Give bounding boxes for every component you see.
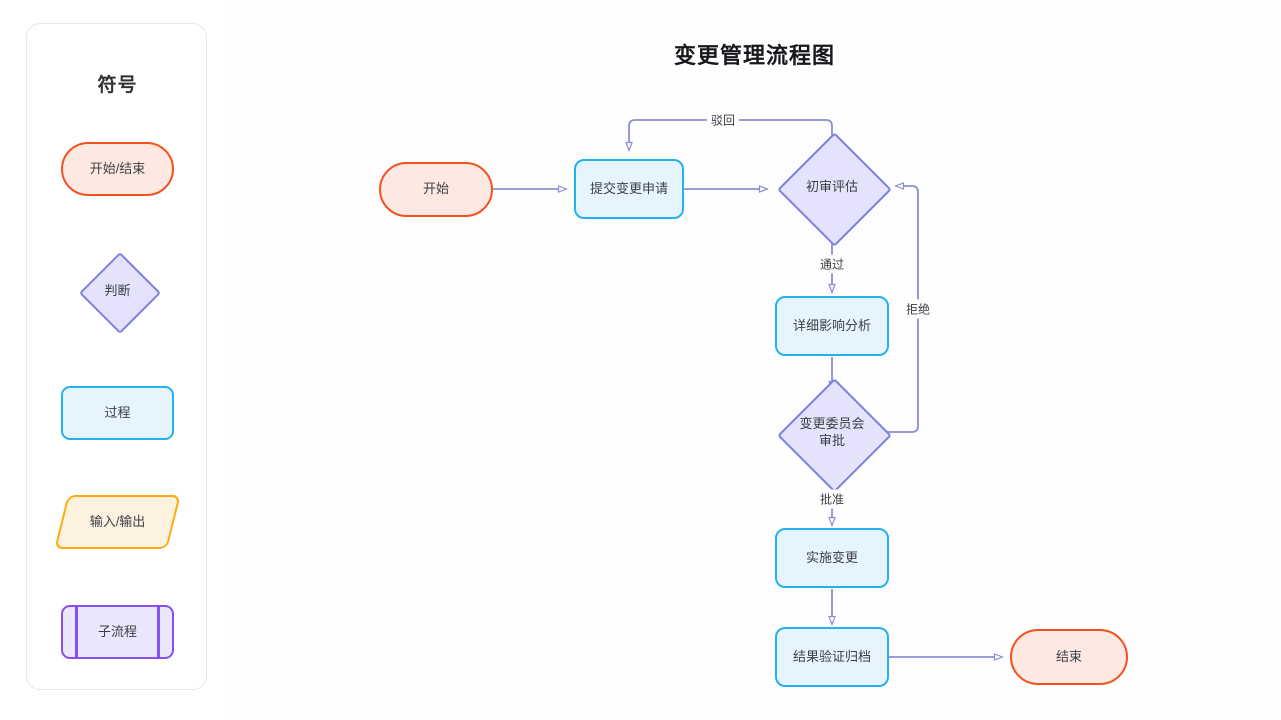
legend-panel: 符号 开始/结束 判断 过程 输入/输出 [26, 23, 207, 690]
node-label-verify: 结果验证归档 [792, 648, 871, 664]
node-label-analysis: 详细影响分析 [792, 317, 871, 333]
node-detailed-impact-analysis[interactable]: 详细影响分析 [775, 296, 889, 356]
edge-label-approve: 批准 [815, 489, 849, 509]
node-label-review: 初审评估 [805, 178, 858, 194]
legend-label-subprocess: 子流程 [97, 623, 137, 639]
legend-title: 符号 [97, 75, 138, 96]
legend-item-io[interactable]: 输入/输出 [27, 494, 208, 550]
node-label-submit: 提交变更申请 [589, 180, 668, 196]
legend-shape-subprocess: 子流程 [61, 605, 174, 659]
legend-item-decision[interactable]: 判断 [27, 251, 208, 335]
node-change-committee-approval[interactable]: 变更委员会 审批 [776, 377, 892, 493]
node-submit-change-request[interactable]: 提交变更申请 [574, 159, 684, 219]
legend-shape-process: 过程 [61, 386, 174, 440]
node-verify-and-archive[interactable]: 结果验证归档 [775, 627, 889, 687]
edge-label-reject: 驳回 [706, 110, 740, 130]
node-start[interactable]: 开始 [379, 162, 493, 217]
legend-label-io: 输入/输出 [89, 513, 146, 529]
node-label-implement: 实施变更 [805, 549, 858, 565]
legend-item-subprocess[interactable]: 子流程 [27, 604, 208, 660]
legend-shape-io: 输入/输出 [54, 495, 181, 549]
node-label-ccb: 变更委员会 审批 [799, 416, 865, 448]
edge-label-pass: 通过 [815, 254, 849, 274]
legend-label-process: 过程 [104, 404, 131, 420]
legend-item-terminator[interactable]: 开始/结束 [27, 141, 208, 197]
legend-shape-terminator: 开始/结束 [61, 142, 174, 196]
edge-label-refuse: 拒绝 [901, 299, 935, 319]
node-initial-review[interactable]: 初审评估 [776, 131, 892, 247]
legend-label-decision: 判断 [104, 282, 131, 298]
subprocess-bar-left-icon [75, 605, 78, 659]
legend-shape-decision: 判断 [61, 251, 174, 335]
subprocess-bar-right-icon [157, 605, 160, 659]
legend-label-terminator: 开始/结束 [89, 160, 146, 176]
node-implement-change[interactable]: 实施变更 [775, 528, 889, 588]
node-label-end: 结束 [1055, 648, 1082, 664]
page-title: 变更管理流程图 [673, 43, 835, 68]
node-label-start: 开始 [422, 181, 449, 197]
node-end[interactable]: 结束 [1010, 629, 1128, 685]
legend-item-process[interactable]: 过程 [27, 385, 208, 441]
diagram-canvas: 变更管理流程图 [228, 0, 1281, 720]
